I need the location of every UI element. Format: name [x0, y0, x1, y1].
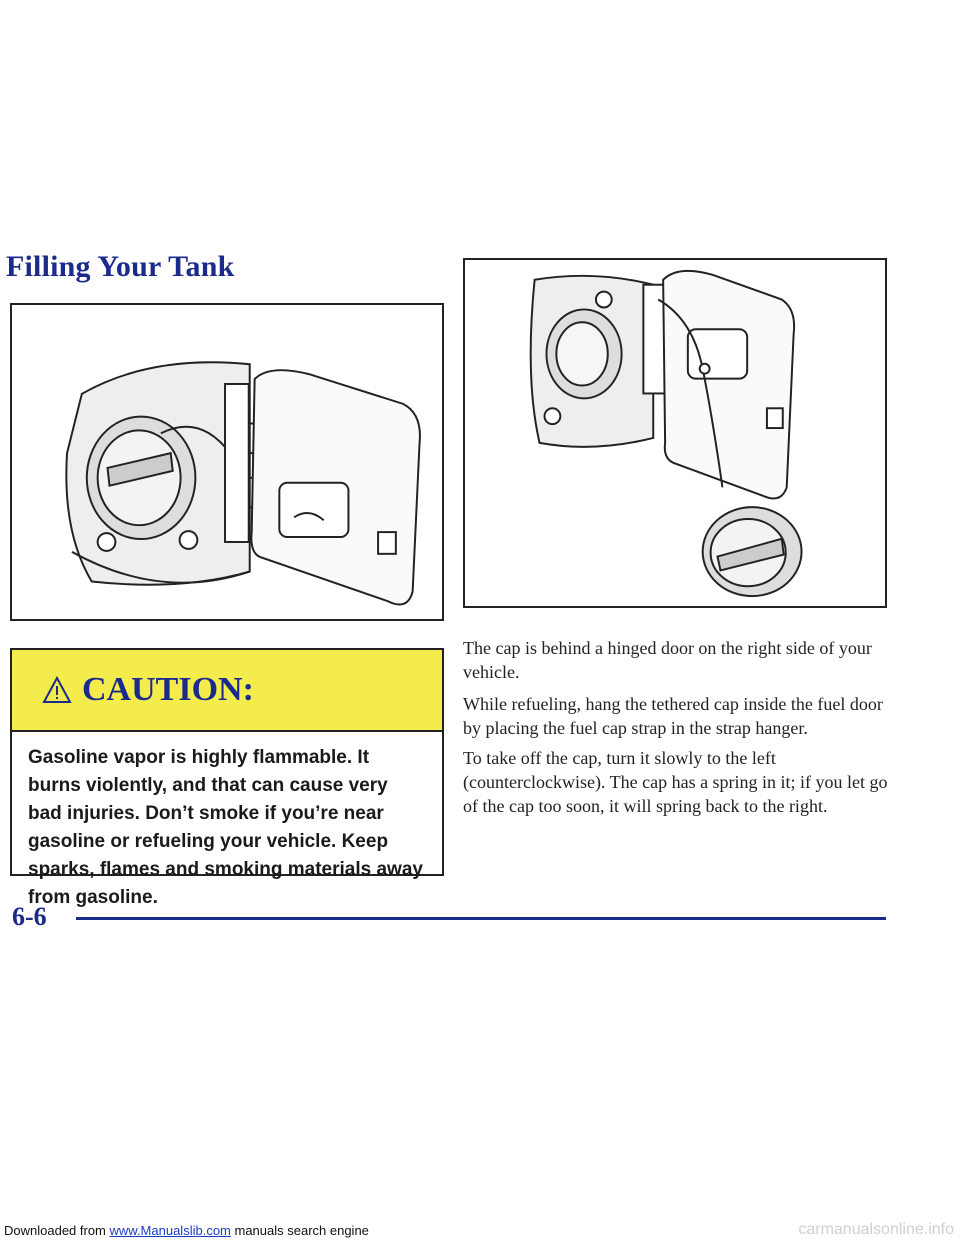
tethered-cap-drawing [529, 269, 803, 598]
paragraph-cap-location: The cap is behind a hinged door on the r… [463, 638, 872, 682]
caution-title: CAUTION: [82, 671, 254, 708]
footer-rule [76, 917, 886, 920]
caution-header: CAUTION: [12, 650, 442, 732]
fuel-cap-closed-illustration [10, 303, 444, 621]
paragraph-removing-cap: To take off the cap, turn it slowly to t… [463, 748, 888, 816]
download-footer: Downloaded from www.Manualslib.com manua… [4, 1223, 369, 1238]
warning-triangle-icon [42, 676, 72, 703]
caution-text: Gasoline vapor is highly flammable. It b… [28, 747, 423, 908]
fuel-cap-tethered-illustration [463, 258, 887, 608]
fuel-door-drawing [65, 361, 421, 606]
watermark: carmanualsonline.info [798, 1221, 954, 1238]
paragraph-refueling: While refueling, hang the tethered cap i… [463, 694, 883, 738]
page-number: 6-6 [12, 902, 47, 931]
page-title: Filling Your Tank [6, 250, 235, 283]
caution-box: CAUTION: Gasoline vapor is highly flamma… [10, 648, 444, 908]
footer-prefix: Downloaded from [4, 1223, 110, 1238]
manualslib-link[interactable]: www.Manualslib.com [109, 1223, 231, 1238]
footer-suffix: manuals search engine [230, 1223, 369, 1238]
